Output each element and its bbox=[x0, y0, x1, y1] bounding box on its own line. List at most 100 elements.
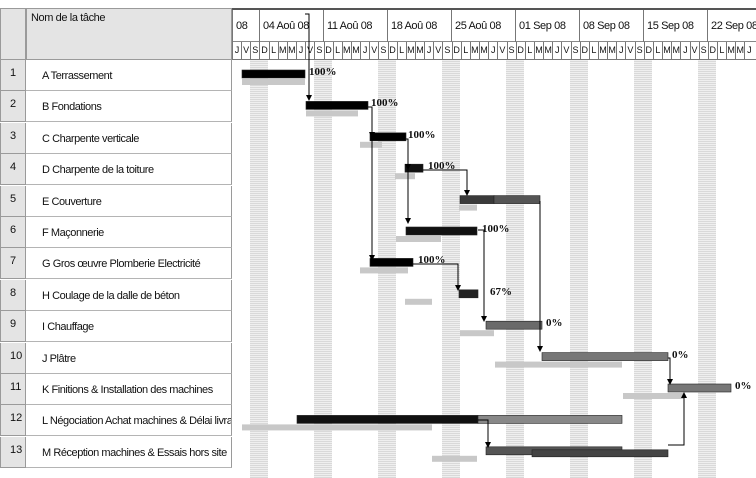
task-bar[interactable] bbox=[458, 289, 479, 299]
task-name-cell[interactable]: J Plâtre bbox=[26, 342, 232, 374]
row-number[interactable]: 8 bbox=[0, 279, 26, 311]
timescale-day: M bbox=[469, 42, 479, 59]
baseline-bar[interactable] bbox=[460, 330, 494, 337]
task-bar[interactable] bbox=[305, 101, 369, 110]
timescale-day: M bbox=[405, 42, 415, 59]
row-number[interactable]: 9 bbox=[0, 311, 26, 343]
dependency-arrow bbox=[668, 392, 687, 446]
row-number[interactable]: 7 bbox=[0, 248, 26, 280]
row-number[interactable]: 3 bbox=[0, 122, 26, 154]
timescale-week: 11 Aoû 08 bbox=[323, 10, 387, 42]
task-name-cell[interactable]: E Couverture bbox=[26, 185, 232, 217]
progress-label: 67% bbox=[490, 285, 512, 298]
task-bar[interactable] bbox=[459, 195, 495, 204]
task-name-cell[interactable]: K Finitions & Installation des machines bbox=[26, 374, 232, 405]
baseline-bar[interactable] bbox=[432, 455, 477, 462]
task-bar[interactable] bbox=[369, 258, 414, 267]
dependency-arrow bbox=[413, 263, 461, 291]
task-bar-remaining[interactable] bbox=[493, 195, 541, 204]
task-bar[interactable] bbox=[485, 320, 543, 330]
timescale-day: J bbox=[680, 42, 689, 59]
timescale-week: 08 Sep 08 bbox=[579, 10, 643, 42]
task-name-cell[interactable]: L Négociation Achat machines & Délai liv… bbox=[26, 405, 232, 437]
dependency-arrow bbox=[368, 106, 375, 138]
baseline-bar[interactable] bbox=[395, 173, 415, 180]
timescale-day: S bbox=[442, 42, 451, 59]
row-number-header[interactable] bbox=[0, 8, 26, 60]
baseline-bar[interactable] bbox=[495, 361, 622, 368]
task-bar-remaining[interactable] bbox=[531, 449, 669, 458]
timescale-day: V bbox=[689, 42, 699, 59]
dependency-arrow bbox=[478, 229, 487, 322]
row-number[interactable]: 10 bbox=[0, 342, 26, 374]
timescale-week: 08 bbox=[232, 10, 259, 42]
task-name-header[interactable]: Nom de la tâche bbox=[26, 8, 232, 60]
row-number[interactable]: 6 bbox=[0, 217, 26, 248]
task-bar[interactable] bbox=[667, 383, 732, 393]
task-name-cell[interactable]: C Charpente verticale bbox=[26, 122, 232, 154]
baseline-bar[interactable] bbox=[242, 424, 432, 431]
timescale-day: L bbox=[332, 42, 342, 59]
row-number[interactable]: 5 bbox=[0, 185, 26, 217]
row-number[interactable]: 13 bbox=[0, 436, 26, 468]
baseline-bar[interactable] bbox=[306, 110, 358, 117]
baseline-bar[interactable] bbox=[405, 298, 432, 305]
timescale-week: 15 Sep 08 bbox=[643, 10, 707, 42]
progress-label: 0% bbox=[672, 348, 689, 361]
timescale-day: V bbox=[305, 42, 314, 59]
timescale-day: L bbox=[588, 42, 598, 59]
row-number[interactable]: 12 bbox=[0, 405, 26, 437]
progress-label: 100% bbox=[408, 128, 436, 141]
gantt-bars bbox=[241, 13, 732, 462]
row-number[interactable]: 11 bbox=[0, 374, 26, 405]
timescale-week: 18 Aoû 08 bbox=[387, 10, 451, 42]
row-number[interactable]: 2 bbox=[0, 91, 26, 123]
baseline-bar[interactable] bbox=[459, 204, 477, 211]
task-name-cell[interactable]: M Réception machines & Essais hors site bbox=[26, 436, 232, 468]
weekend-column bbox=[634, 60, 652, 478]
baseline-bar[interactable] bbox=[623, 393, 684, 399]
task-bar[interactable] bbox=[296, 415, 479, 424]
task-name-cell[interactable]: G Gros œuvre Plomberie Electricité bbox=[26, 248, 232, 280]
baseline-bar[interactable] bbox=[242, 79, 305, 85]
task-bar-remaining[interactable] bbox=[477, 415, 623, 424]
row-number[interactable]: 4 bbox=[0, 154, 26, 186]
timescale-day: M bbox=[735, 42, 744, 59]
task-bar[interactable] bbox=[405, 226, 478, 236]
timescale-day: V bbox=[241, 42, 250, 59]
row-number[interactable]: 1 bbox=[0, 60, 26, 91]
task-name-cell[interactable]: B Fondations bbox=[26, 91, 232, 123]
baseline-bar[interactable] bbox=[360, 267, 408, 274]
task-name-cell[interactable]: I Chauffage bbox=[26, 311, 232, 343]
timescale-day: D bbox=[259, 42, 268, 59]
progress-label: 100% bbox=[482, 223, 510, 235]
progress-label: 100% bbox=[309, 66, 337, 78]
timescale-day: S bbox=[314, 42, 323, 59]
baseline-bar[interactable] bbox=[396, 236, 441, 242]
task-name-cell[interactable]: F Maçonnerie bbox=[26, 217, 232, 248]
baseline-bar[interactable] bbox=[360, 141, 382, 148]
progress-label: 100% bbox=[428, 160, 456, 173]
task-bar[interactable] bbox=[541, 352, 669, 361]
timescale-day: J bbox=[552, 42, 561, 59]
task-bar[interactable] bbox=[241, 69, 306, 79]
task-name-cell[interactable]: H Coulage de la dalle de béton bbox=[26, 279, 232, 311]
timescale-day: J bbox=[424, 42, 433, 59]
task-name-cell[interactable]: D Charpente de la toiture bbox=[26, 154, 232, 186]
task-bar[interactable] bbox=[369, 132, 407, 142]
task-name-cell[interactable]: A Terrassement bbox=[26, 60, 232, 91]
